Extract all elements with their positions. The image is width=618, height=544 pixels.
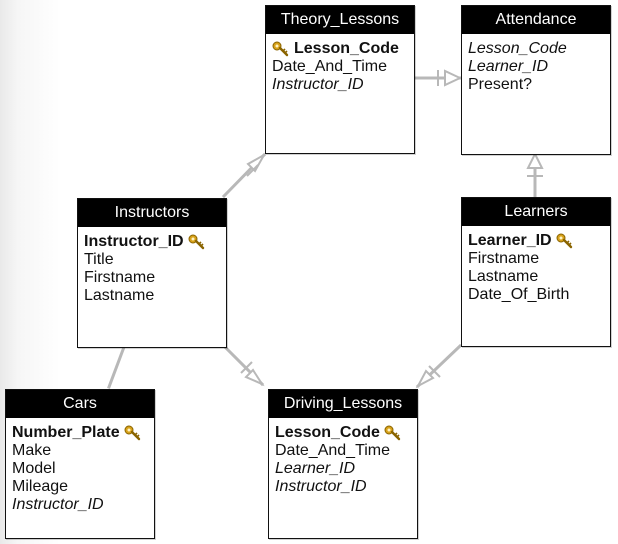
entity-attendance[interactable]: Attendance Lesson_Code Learner_ID Presen… [461, 5, 611, 155]
arrowhead-driving-lessons-left-icon [244, 368, 265, 387]
attribute-title: Title [84, 251, 114, 268]
entity-title-driving-lessons: Driving_Lessons [269, 390, 417, 418]
attribute-lastname: Lastname [468, 268, 539, 285]
arrowhead-attendance-icon [444, 69, 463, 87]
attribute-firstname: Firstname [468, 250, 540, 267]
entity-instructors[interactable]: Instructors Instructor_ID Title Firstnam… [77, 198, 227, 348]
attribute-lesson-code: Lesson_Code [275, 424, 411, 442]
attribute-instructor-id: Instructor_ID [275, 478, 367, 495]
key-icon [272, 40, 290, 58]
entity-learners[interactable]: Learners Learner_ID Firstname Lastname [461, 197, 611, 347]
attribute-model: Model [12, 460, 56, 477]
attribute-lesson-code: Lesson_Code [468, 40, 567, 57]
attribute-number-plate: Number_Plate [12, 424, 148, 442]
entity-title-theory-lessons: Theory_Lessons [266, 6, 414, 34]
attribute-make: Make [12, 442, 52, 459]
entity-title-instructors: Instructors [78, 199, 226, 227]
attribute-learner-id: Learner_ID [275, 460, 356, 477]
attribute-learner-id: Learner_ID [468, 232, 604, 250]
entity-title-cars: Cars [6, 390, 154, 418]
attribute-firstname: Firstname [84, 269, 156, 286]
arrowhead-driving-lessons-left-bar-icon [240, 361, 253, 374]
attribute-mileage: Mileage [12, 478, 69, 495]
attribute-date-and-time: Date_And_Time [272, 58, 388, 75]
key-icon [384, 424, 402, 442]
attribute-present: Present? [468, 76, 533, 93]
attribute-instructor-id: Instructor_ID [12, 496, 104, 513]
attribute-lesson-code: Lesson_Code [272, 40, 408, 58]
arrowhead-theory-lessons-bar-icon [246, 164, 259, 177]
arrowhead-learners-attendance-icon [526, 151, 544, 169]
key-icon [556, 232, 574, 250]
entity-title-attendance: Attendance [462, 6, 610, 34]
attribute-instructor-id: Instructor_ID [84, 233, 220, 251]
arrowhead-driving-lessons-right-icon [415, 369, 435, 389]
key-icon [124, 424, 142, 442]
attribute-learner-id: Learner_ID [468, 58, 549, 75]
entity-theory-lessons[interactable]: Theory_Lessons Lesson_Code Date_And_Time… [265, 5, 415, 154]
attribute-instructor-id: Instructor_ID [272, 76, 364, 93]
attribute-lastname: Lastname [84, 287, 155, 304]
arrowhead-driving-lessons-right-bar-icon [428, 365, 441, 378]
connector-instructors-cars [107, 345, 126, 389]
arrowhead-theory-lessons-icon [246, 152, 267, 173]
key-icon [188, 233, 206, 251]
attribute-date-and-time: Date_And_Time [275, 442, 391, 459]
entity-cars[interactable]: Cars Number_Plate Make Model [5, 389, 155, 539]
entity-title-learners: Learners [462, 198, 610, 226]
attribute-date-of-birth: Date_Of_Birth [468, 286, 570, 303]
entity-driving-lessons[interactable]: Driving_Lessons Lesson_Code Date_And_Tim… [268, 389, 418, 539]
